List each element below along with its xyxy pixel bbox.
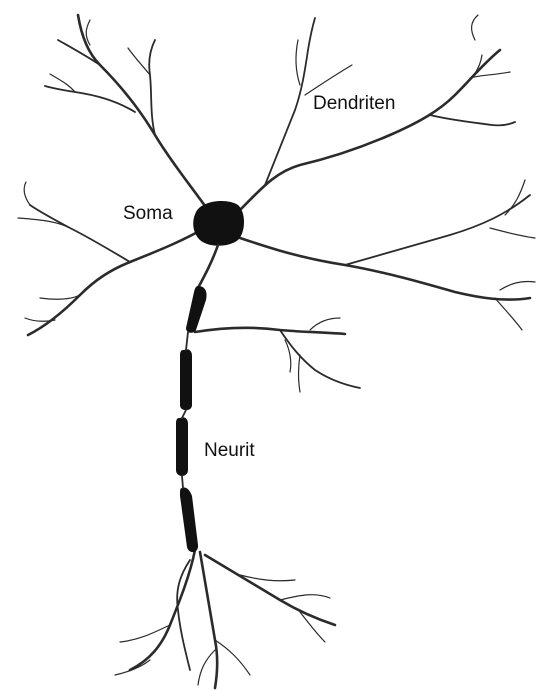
axon <box>176 245 218 552</box>
label-dendriten: Dendriten <box>313 94 395 113</box>
axon-collateral <box>195 318 360 392</box>
soma-body <box>193 201 244 246</box>
axon-terminals <box>115 550 335 688</box>
label-neurit: Neurit <box>204 441 255 460</box>
label-soma: Soma <box>123 204 173 223</box>
dendrite-upper-left <box>45 15 208 210</box>
dendrite-left <box>18 182 210 335</box>
dendrite-right <box>240 180 535 330</box>
